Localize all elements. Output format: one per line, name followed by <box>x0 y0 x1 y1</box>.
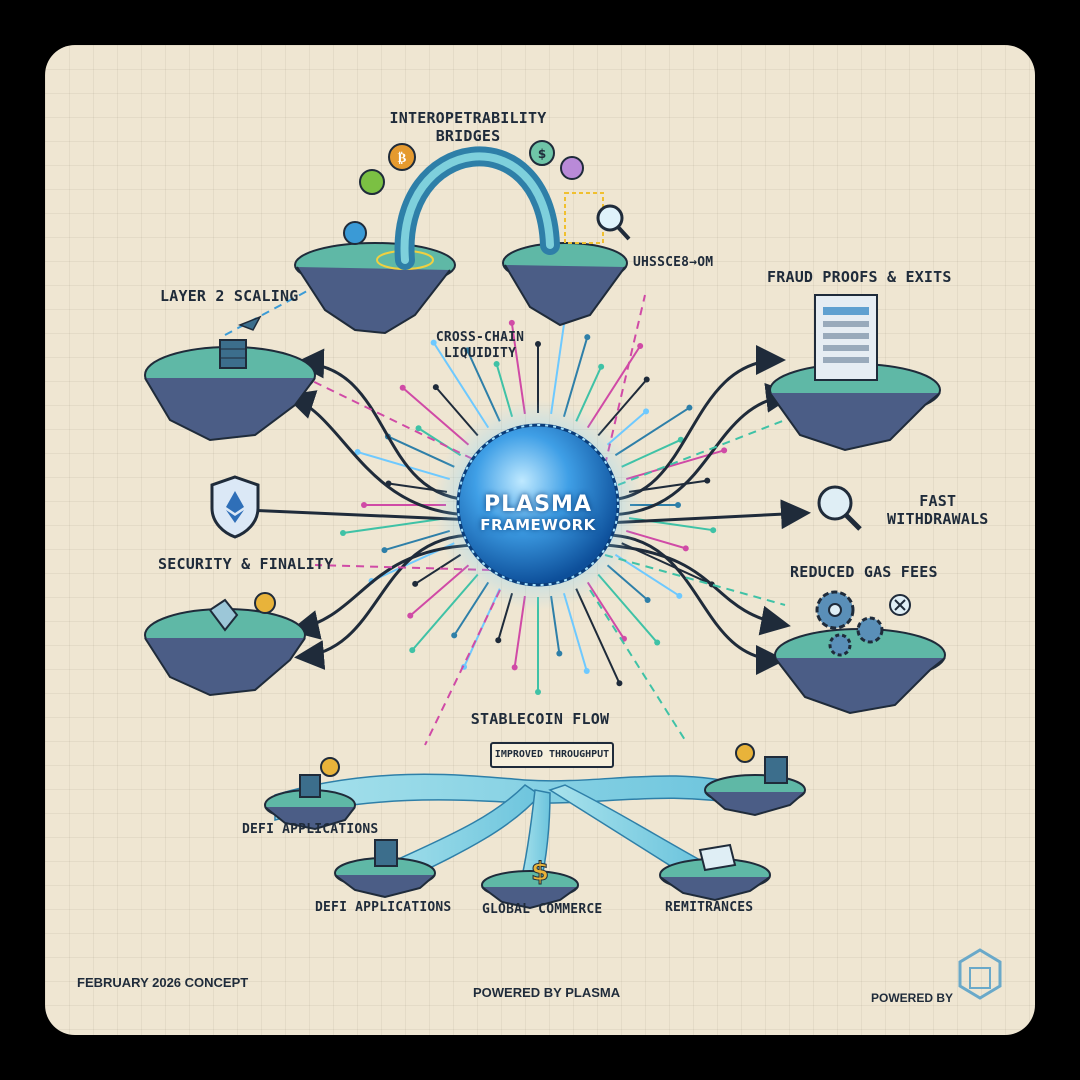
energy-ray-node <box>556 650 562 656</box>
energy-ray-node <box>433 384 439 390</box>
island-fraud-proofs <box>770 295 940 450</box>
label-remittances: REMITRANCES <box>665 900 753 916</box>
energy-ray-node <box>494 361 500 367</box>
energy-ray-node <box>643 408 649 414</box>
energy-ray-node <box>686 405 692 411</box>
label-defi-bottom: DEFI APPLICATIONS <box>315 900 451 916</box>
coin-gold-icon <box>321 758 339 776</box>
coin-stack-icon <box>220 340 246 368</box>
island-bridge-left <box>295 243 455 333</box>
energy-ray-node <box>676 593 682 599</box>
label-layer2: LAYER 2 SCALING <box>160 287 298 305</box>
label-garbled-tag: UHSSCE8→OM <box>633 255 713 271</box>
island-defi-right <box>705 744 805 815</box>
coin-blue-icon <box>344 222 366 244</box>
energy-ray-node <box>512 664 518 670</box>
energy-ray-node <box>675 502 681 508</box>
coin-purple-icon <box>561 157 583 179</box>
footer-powered-by: POWERED BY <box>871 991 953 1005</box>
label-fast-withdrawals: FAST WITHDRAWALS <box>887 492 989 528</box>
footer-date: FEBRUARY 2026 CONCEPT <box>77 975 248 990</box>
coin-gold-icon <box>736 744 754 762</box>
ledger-document-icon <box>815 295 877 380</box>
bridge-arch <box>405 156 550 260</box>
plasma-framework-title: PLASMA FRAMEWORK <box>480 492 596 535</box>
energy-ray-node <box>535 689 541 695</box>
diagram-canvas: ₿ $ <box>45 45 1035 1035</box>
energy-ray-node <box>451 632 457 638</box>
energy-ray-node <box>535 341 541 347</box>
coin-dollar-symbol: $ <box>538 147 546 161</box>
coin-stack-icon <box>375 840 397 866</box>
label-fraud-proofs: FRAUD PROOFS & EXITS <box>767 268 952 286</box>
coin-stack-icon <box>300 775 320 797</box>
energy-ray <box>358 452 450 479</box>
energy-ray <box>598 575 657 643</box>
document-magnifier-icon <box>565 193 629 243</box>
label-defi-left: DEFI APPLICATIONS <box>242 822 378 838</box>
energy-ray-node <box>637 343 643 349</box>
dollar-sign-icon: $ <box>531 857 549 887</box>
energy-ray <box>588 346 640 428</box>
center-subtitle: FRAMEWORK <box>480 517 596 534</box>
energy-ray-node <box>644 377 650 383</box>
energy-ray-node <box>509 320 515 326</box>
energy-ray-node <box>407 613 413 619</box>
energy-ray-node <box>381 547 387 553</box>
throughput-banner: IMPROVED THROUGHPUT <box>490 742 614 768</box>
energy-ray-node <box>645 597 651 603</box>
label-interoperability: INTEROPETRABILITY BRIDGES <box>390 109 547 145</box>
island-security <box>145 593 305 695</box>
coin-bitcoin-symbol: ₿ <box>398 151 407 166</box>
shield-ethereum-icon <box>212 477 258 537</box>
island-bridge-right <box>503 243 627 325</box>
rocket-icon <box>240 317 260 330</box>
energy-ray-node <box>361 502 367 508</box>
energy-ray-node <box>704 478 710 484</box>
label-stablecoin-flow: STABLECOIN FLOW <box>471 710 609 728</box>
label-cross-chain: CROSS-CHAIN LIQUIDITY <box>436 330 524 361</box>
envelope-icon <box>700 845 735 870</box>
energy-ray-node <box>495 637 501 643</box>
energy-ray-node <box>416 425 422 431</box>
energy-ray-node <box>412 581 418 587</box>
energy-ray-node <box>616 680 622 686</box>
magnifier-icon <box>819 487 860 529</box>
island-layer2 <box>145 317 315 440</box>
energy-ray-node <box>340 530 346 536</box>
energy-ray-node <box>598 364 604 370</box>
energy-ray-node <box>721 447 727 453</box>
logo-cube-icon <box>960 950 1000 998</box>
footer-powered-by-plasma: POWERED BY PLASMA <box>473 985 620 1000</box>
coin-green-icon <box>360 170 384 194</box>
energy-ray-node <box>400 385 406 391</box>
label-gas-fees: REDUCED GAS FEES <box>790 563 938 581</box>
energy-ray <box>403 388 469 445</box>
coin-stack-icon <box>765 757 787 783</box>
coin-gold-icon <box>255 593 275 613</box>
label-global-commerce: GLOBAL COMMERCE <box>482 902 602 918</box>
energy-ray <box>343 518 447 533</box>
island-gas-fees <box>775 592 945 713</box>
energy-ray-node <box>654 640 660 646</box>
energy-ray-node <box>584 668 590 674</box>
label-security: SECURITY & FINALITY <box>158 555 333 573</box>
island-defi-left <box>265 758 355 829</box>
energy-ray-node <box>584 334 590 340</box>
island-global-commerce: $ <box>482 857 578 908</box>
center-title: PLASMA <box>480 492 596 517</box>
infographic-card: ₿ $ <box>45 45 1035 1035</box>
energy-ray-node <box>683 545 689 551</box>
arrow-to-gas <box>605 535 780 660</box>
energy-ray-node <box>409 647 415 653</box>
energy-ray-node <box>710 527 716 533</box>
dashed-link-teal-2 <box>605 555 785 605</box>
